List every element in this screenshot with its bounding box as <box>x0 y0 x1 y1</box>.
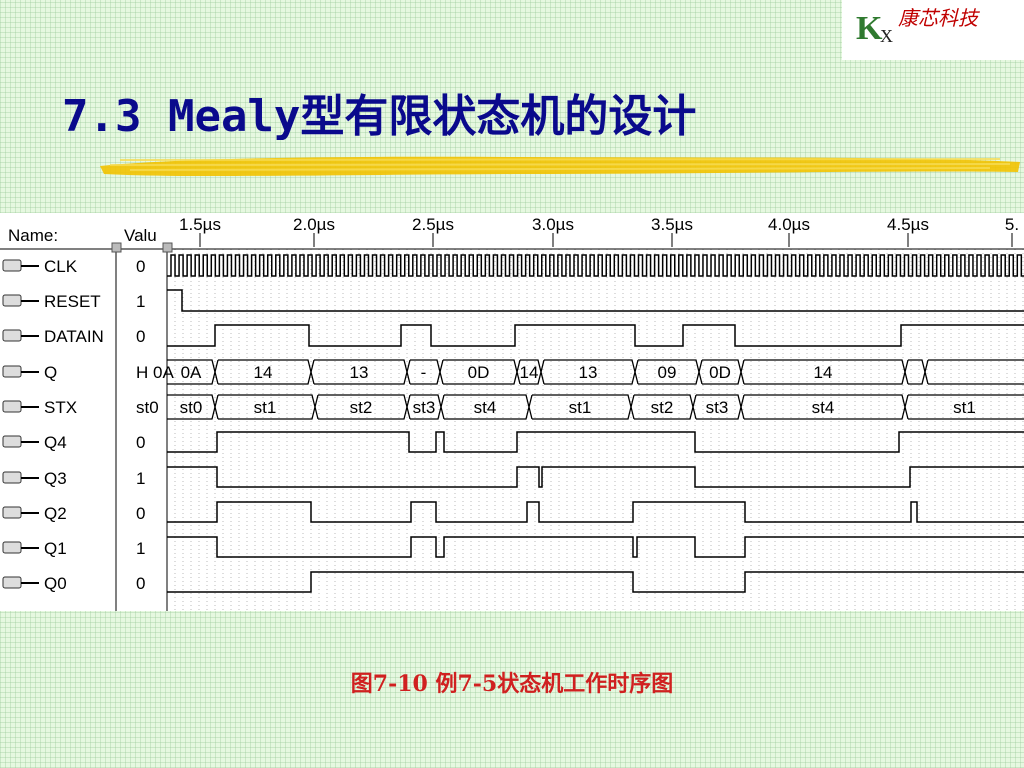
signal-name: CLK <box>44 257 78 276</box>
bus-value-label: 0A <box>181 363 202 382</box>
signal-name: RESET <box>44 292 101 311</box>
bus-value-label: 13 <box>350 363 369 382</box>
signal-value: 1 <box>136 469 145 488</box>
signal-name: Q4 <box>44 433 67 452</box>
bus-value-label: st1 <box>953 398 976 417</box>
q1-waveform <box>167 536 1024 558</box>
time-tick-label: 3.5µs <box>651 215 693 234</box>
signal-value: 1 <box>136 292 145 311</box>
q-bus-waveform <box>167 359 1024 385</box>
output-pin-icon <box>2 471 39 484</box>
bus-value-label: - <box>421 363 427 382</box>
time-tick-label: 1.5µs <box>179 215 221 234</box>
logo-mark: K <box>856 10 883 47</box>
signal-value: H 0A <box>136 363 174 382</box>
bus-value-label: 0D <box>468 363 490 382</box>
logo-sub: X <box>880 26 893 46</box>
signal-value: 0 <box>136 574 145 593</box>
waveform-window[interactable]: Name: Valu 1.5µs 2.0µs 2.5µs 3.0µs 3.5µs 4.0µs 4… <box>0 213 1024 611</box>
bus-value-label: 14 <box>520 363 539 382</box>
signal-value: 0 <box>136 257 145 276</box>
input-pin-icon <box>2 259 39 272</box>
bus-value-label: 14 <box>814 363 833 382</box>
signal-name: Q1 <box>44 539 67 558</box>
name-column-header: Name: <box>8 226 58 245</box>
time-tick-label: 4.0µs <box>768 215 810 234</box>
input-pin-icon <box>2 294 39 307</box>
bus-value-label: st3 <box>413 398 436 417</box>
timing-diagram: Name: Valu 1.5µs 2.0µs 2.5µs 3.0µs 3.5µs 4.0µs 4… <box>0 215 1024 611</box>
signal-name: Q2 <box>44 504 67 523</box>
bus-value-label: st1 <box>569 398 592 417</box>
time-tick-label: 4.5µs <box>887 215 929 234</box>
signal-name: Q <box>44 363 57 382</box>
time-tick-label: 2.0µs <box>293 215 335 234</box>
bus-value-label: 0D <box>709 363 731 382</box>
q2-waveform <box>167 501 1024 523</box>
signal-name: Q0 <box>44 574 67 593</box>
output-pin-icon <box>2 506 39 519</box>
q4-waveform <box>167 431 1024 453</box>
bus-value-label: st3 <box>706 398 729 417</box>
output-pin-icon <box>2 576 39 589</box>
slide-title: 7.3 Mealy型有限状态机的设计 <box>62 91 697 142</box>
signal-value: 0 <box>136 327 145 346</box>
signal-name: Q3 <box>44 469 67 488</box>
reset-waveform <box>167 289 1024 312</box>
bus-value-label: st4 <box>812 398 835 417</box>
value-column-header: Valu <box>124 226 157 245</box>
splitter-handle <box>111 242 122 253</box>
bus-value-label: 09 <box>658 363 677 382</box>
output-pin-icon <box>2 435 39 448</box>
title-underline-brush <box>100 156 1020 177</box>
signal-value: 0 <box>136 433 145 452</box>
bus-value-label: st0 <box>180 398 203 417</box>
output-pin-icon <box>2 541 39 554</box>
q3-waveform <box>167 466 1024 488</box>
bus-value-label: 13 <box>579 363 598 382</box>
signal-name: STX <box>44 398 77 417</box>
datain-waveform <box>167 324 1024 347</box>
signal-value: 0 <box>136 504 145 523</box>
q0-waveform <box>167 571 1024 593</box>
bus-value-label: 14 <box>254 363 273 382</box>
bus-value-label: st1 <box>254 398 277 417</box>
state-machine-icon <box>2 400 39 413</box>
splitter-handle <box>162 242 173 253</box>
signal-name: DATAIN <box>44 327 104 346</box>
figure-caption: 图7-10 例7-5状态机工作时序图 <box>350 671 674 697</box>
bus-value-label: st2 <box>350 398 373 417</box>
company-logo: K X 康芯科技 <box>842 0 1024 60</box>
signal-value: 1 <box>136 539 145 558</box>
time-tick-label: 3.0µs <box>532 215 574 234</box>
clk-waveform <box>167 254 1024 277</box>
bus-output-pin-icon <box>2 365 39 378</box>
time-tick-label: 5. <box>1005 215 1019 234</box>
bus-value-label: st2 <box>651 398 674 417</box>
bus-value-label: st4 <box>474 398 497 417</box>
logo-company: 康芯科技 <box>898 6 978 30</box>
stx-bus-waveform <box>167 394 1024 420</box>
time-tick-label: 2.5µs <box>412 215 454 234</box>
input-pin-icon <box>2 329 39 342</box>
signal-value: st0 <box>136 398 159 417</box>
